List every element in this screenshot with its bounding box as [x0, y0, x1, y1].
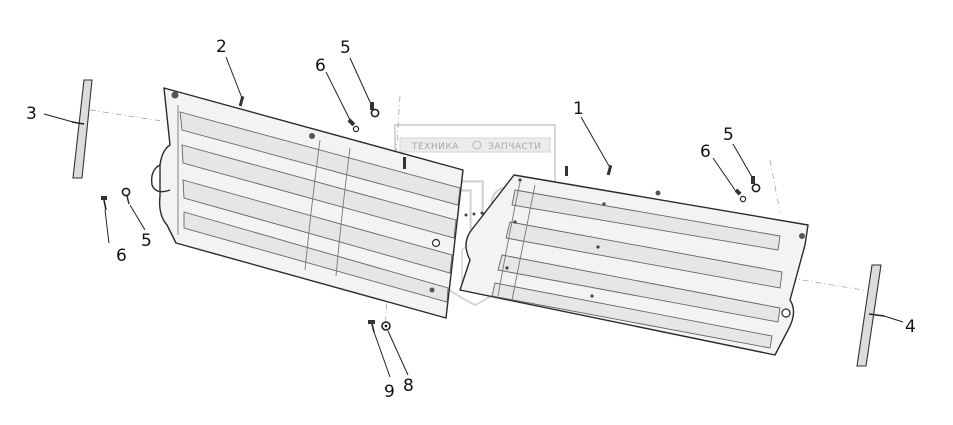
callout-5-left: 5 — [141, 231, 152, 251]
bolt-9-bottom — [368, 320, 375, 333]
bolt-6-top — [347, 118, 360, 133]
callout-4: 4 — [905, 317, 916, 337]
washer-5-left — [121, 187, 131, 205]
callout-8: 8 — [403, 376, 414, 396]
left-panel — [150, 87, 484, 319]
callout-6-top: 6 — [315, 56, 326, 76]
callout-2: 2 — [216, 37, 227, 57]
bolt-6-right — [734, 188, 747, 203]
leader-lines — [43, 56, 904, 378]
watermark-text-right: ЗАПЧАСТИ — [488, 142, 542, 152]
watermark-text-left: ТЕХНИКА — [411, 142, 459, 152]
callout-6-right: 6 — [700, 142, 711, 162]
gear-icon — [472, 140, 482, 150]
callout-3: 3 — [26, 104, 37, 124]
right-seal-strip — [856, 264, 885, 367]
callout-1: 1 — [573, 99, 584, 119]
callout-9: 9 — [384, 382, 395, 402]
bolt-6-left — [101, 196, 107, 211]
right-panel — [459, 164, 809, 356]
callout-5-top: 5 — [340, 38, 351, 58]
callout-6-left: 6 — [116, 246, 127, 266]
callout-labels: 2 6 5 3 1 5 6 6 5 4 9 8 — [26, 37, 916, 402]
fasteners — [101, 102, 761, 333]
washer-5-right — [751, 176, 761, 193]
washer-8-bottom — [381, 321, 391, 331]
washer-5-top — [370, 102, 380, 118]
callout-5-right: 5 — [723, 125, 734, 145]
left-seal-strip — [71, 79, 93, 179]
